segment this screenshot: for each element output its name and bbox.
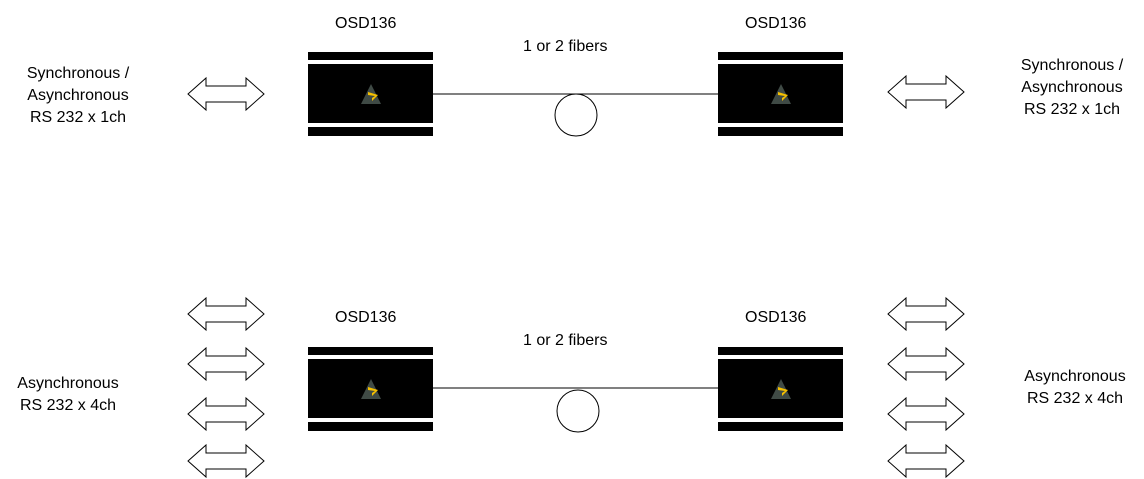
label-line: Synchronous / [1020,57,1124,74]
fiber-loop-icon [556,389,600,433]
double-headed-arrow-icon [187,443,265,479]
device-name-top-left: OSD136 [335,15,397,32]
fiber-link-bottom [433,387,719,433]
label-line: RS 232 x 1ch [1023,101,1121,118]
fiber-count-label-top: 1 or 2 fibers [523,38,608,55]
triangle-logo-icon [770,84,791,104]
double-headed-arrow-icon [887,346,965,382]
fiber-count-label-bottom: 1 or 2 fibers [523,332,608,349]
osd136-device-top-right [718,52,843,136]
double-headed-arrow-icon [187,396,265,432]
double-headed-arrow-icon [887,443,965,479]
bottom-right-interface-label: Asynchronous RS 232 x 4ch [1006,366,1144,410]
label-line: Synchronous / [26,65,130,82]
triangle-logo-icon [770,379,791,399]
top-right-interface-label: Synchronous / Asynchronous RS 232 x 1ch [1000,55,1144,121]
double-headed-arrow-icon [887,396,965,432]
fiber-loop-icon [554,93,598,137]
osd136-device-bottom-right [718,347,843,431]
bottom-left-interface-label: Asynchronous RS 232 x 4ch [0,373,136,417]
triangle-logo-icon [360,379,381,399]
osd136-device-bottom-left [308,347,433,431]
osd136-device-top-left [308,52,433,136]
label-line: Asynchronous [1024,368,1126,385]
top-left-interface-label: Synchronous / Asynchronous RS 232 x 1ch [8,63,148,129]
double-headed-arrow-icon [187,76,265,112]
device-name-bottom-right: OSD136 [745,309,807,326]
double-headed-arrow-icon [887,296,965,332]
double-headed-arrow-icon [187,296,265,332]
double-headed-arrow-icon [187,346,265,382]
double-headed-arrow-icon [887,74,965,110]
label-line: Asynchronous [27,87,129,104]
label-line: RS 232 x 4ch [1026,390,1124,407]
label-line: RS 232 x 4ch [19,397,117,414]
label-line: RS 232 x 1ch [29,109,127,126]
label-line: Asynchronous [17,375,119,392]
fiber-link-top [433,93,719,137]
label-line: Asynchronous [1021,79,1123,96]
device-name-bottom-left: OSD136 [335,309,397,326]
device-name-top-right: OSD136 [745,15,807,32]
triangle-logo-icon [360,84,381,104]
